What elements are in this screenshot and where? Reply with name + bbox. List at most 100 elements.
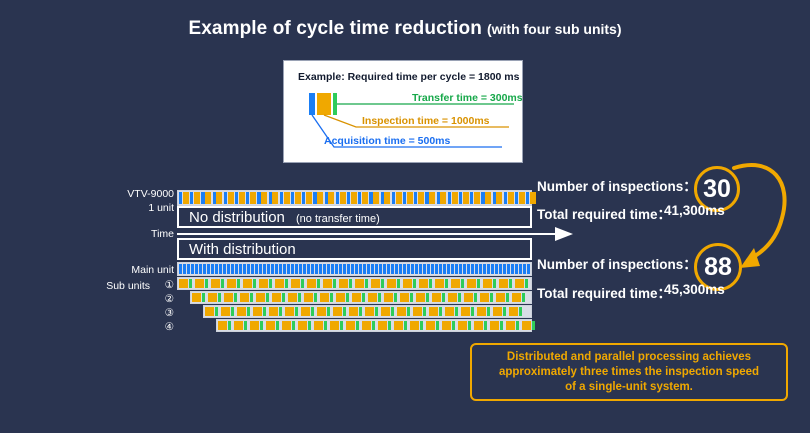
segment-inspection [328, 192, 335, 204]
segment-acquisition [387, 264, 390, 274]
segment-acquisition [259, 264, 262, 274]
segment-transfer [436, 321, 439, 330]
segment-acquisition [199, 264, 202, 274]
segment-transfer [378, 293, 381, 302]
segment-acquisition [455, 264, 458, 274]
segment-acquisition [367, 264, 370, 274]
segment-acquisition [299, 264, 302, 274]
callout-line-3: of a single-unit system. [565, 380, 693, 393]
segment-inspection [451, 192, 458, 204]
segment-inspection [378, 321, 387, 330]
segment-transfer [359, 307, 362, 316]
segment-acquisition [507, 264, 510, 274]
page-title-sub: (with four sub units) [486, 21, 622, 37]
segment-acquisition [467, 264, 470, 274]
segment-transfer [423, 307, 426, 316]
segment-transfer [282, 293, 285, 302]
segment-acquisition [323, 264, 326, 274]
segment-inspection [445, 307, 454, 316]
segment-inspection [448, 293, 457, 302]
segment-transfer [231, 307, 234, 316]
segment-transfer [228, 321, 231, 330]
band-note-no-distribution: (no transfer time) [296, 213, 380, 225]
segment-acquisition [419, 264, 422, 274]
callout-line-2: approximately three times the inspection… [498, 365, 760, 378]
segment-transfer [487, 307, 490, 316]
segment-transfer [244, 321, 247, 330]
segment-acquisition [526, 192, 530, 204]
segment-transfer [381, 279, 384, 288]
segment-acquisition [459, 192, 463, 204]
segment-inspection [397, 307, 406, 316]
segment-acquisition [267, 264, 270, 274]
segment-acquisition [183, 264, 186, 274]
segment-inspection [480, 293, 489, 302]
segment-acquisition [492, 192, 496, 204]
segment-acquisition [475, 264, 478, 274]
segment-transfer [442, 293, 445, 302]
stat-time-value-2: 45,300ms [664, 282, 725, 297]
label-sub-unit-1: ① [164, 279, 174, 291]
segment-inspection [426, 321, 435, 330]
segment-inspection [261, 192, 268, 204]
segment-acquisition [403, 192, 407, 204]
segment-acquisition [471, 264, 474, 274]
segment-transfer [218, 293, 221, 302]
segment-acquisition [295, 264, 298, 274]
segment-inspection [216, 192, 223, 204]
segment-inspection [294, 192, 301, 204]
segment-acquisition [223, 192, 227, 204]
segment-acquisition [255, 264, 258, 274]
segment-inspection [416, 293, 425, 302]
segment-inspection [365, 307, 374, 316]
segment-acquisition [311, 264, 314, 274]
legend-swatch-transfer-icon [333, 93, 337, 115]
segment-inspection [208, 293, 217, 302]
segment-acquisition [347, 264, 350, 274]
segment-inspection [256, 293, 265, 302]
segment-transfer [301, 279, 304, 288]
segment-acquisition [315, 264, 318, 274]
segment-inspection [288, 293, 297, 302]
segment-inspection [240, 293, 249, 302]
segment-transfer [509, 279, 512, 288]
segment-transfer [215, 307, 218, 316]
label-sub-unit-3: ③ [164, 307, 174, 319]
segment-acquisition [515, 192, 519, 204]
segment-transfer [205, 279, 208, 288]
segment-inspection [429, 192, 436, 204]
segment-acquisition [403, 264, 406, 274]
segment-acquisition [391, 192, 395, 204]
segment-inspection [403, 279, 412, 288]
segment-inspection [467, 279, 476, 288]
segment-inspection [419, 279, 428, 288]
segment-transfer [474, 293, 477, 302]
segment-acquisition [379, 264, 382, 274]
callout-box: Distributed and parallel processing achi… [470, 343, 788, 401]
segment-acquisition [347, 192, 351, 204]
segment-transfer [269, 279, 272, 288]
segment-transfer [532, 321, 535, 330]
label-main-unit: Main unit [131, 264, 174, 276]
legend-label-acquisition: Acquisition time = 500ms [324, 135, 450, 147]
band-box-no-distribution [177, 206, 532, 228]
segment-inspection [323, 279, 332, 288]
segment-transfer [234, 293, 237, 302]
segment-inspection [355, 279, 364, 288]
segment-acquisition [399, 264, 402, 274]
segment-acquisition [511, 264, 514, 274]
segment-acquisition [499, 264, 502, 274]
segment-transfer [413, 279, 416, 288]
segment-acquisition [191, 264, 194, 274]
segment-acquisition [246, 192, 250, 204]
segment-transfer [247, 307, 250, 316]
segment-acquisition [459, 264, 462, 274]
segment-acquisition [495, 264, 498, 274]
segment-inspection [227, 279, 236, 288]
legend-label-inspection: Inspection time = 1000ms [362, 115, 490, 127]
segment-transfer [445, 279, 448, 288]
segment-inspection [394, 321, 403, 330]
segment-transfer [439, 307, 442, 316]
segment-transfer [292, 321, 295, 330]
label-sub-unit-4: ④ [164, 321, 174, 333]
